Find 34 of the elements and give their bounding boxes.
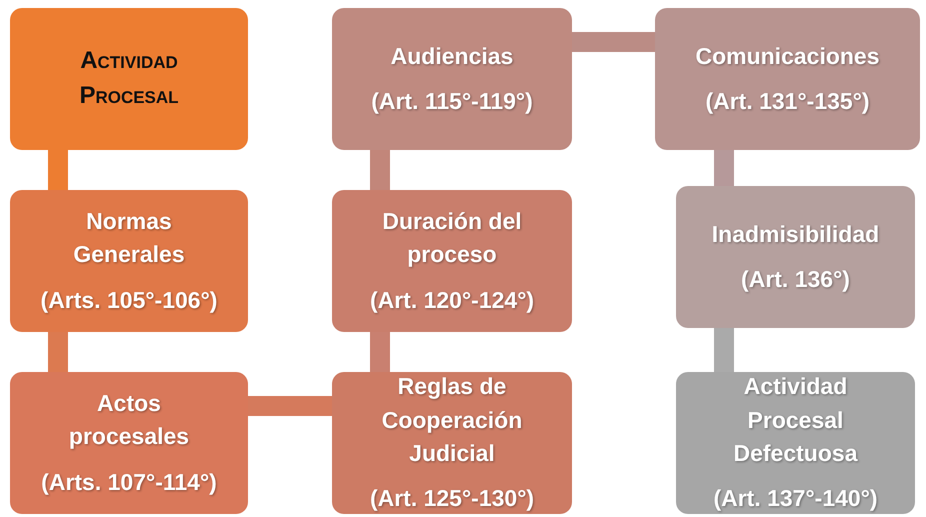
connector-bar	[48, 332, 68, 372]
connector-bar	[572, 32, 655, 52]
article-range: (Art. 120°-124°)	[370, 286, 534, 315]
connector-bar	[714, 150, 734, 186]
process-box	[655, 8, 920, 150]
connector-bar	[370, 150, 390, 190]
box-title: Actividad Procesal Defectuosa	[732, 372, 859, 468]
box-title: Reglas de Cooperación Judicial	[380, 372, 524, 468]
box-title: Audiencias	[390, 42, 514, 71]
article-range: (Art. 131°-135°)	[705, 87, 870, 116]
process-box	[10, 8, 248, 150]
process-box	[676, 372, 915, 514]
connector-bar	[370, 332, 390, 372]
article-range: (Arts. 107°-114°)	[41, 468, 217, 497]
article-range: (Art. 136°)	[741, 265, 850, 294]
box-title: Comunicaciones	[695, 42, 880, 71]
connector-bar	[248, 396, 332, 416]
box-title: Normas Generales	[72, 206, 186, 270]
article-range: (Art. 125°-130°)	[370, 484, 534, 514]
process-box	[332, 372, 572, 514]
process-box	[676, 186, 915, 328]
box-title: Inadmisibilidad	[712, 220, 880, 249]
process-box	[10, 190, 248, 332]
process-box	[10, 372, 248, 514]
box-title: Duración del proceso	[381, 206, 523, 270]
article-range: (Art. 115°-119°)	[371, 87, 533, 116]
connector-bar	[48, 150, 68, 190]
box-title: Actividad Procesal	[78, 46, 180, 111]
connector-bar	[714, 328, 734, 372]
process-box	[332, 8, 572, 150]
process-box	[332, 190, 572, 332]
article-range: (Art. 137°-140°)	[713, 484, 878, 514]
box-title: Actos procesales	[68, 388, 190, 452]
article-range: (Arts. 105°-106°)	[40, 286, 218, 315]
